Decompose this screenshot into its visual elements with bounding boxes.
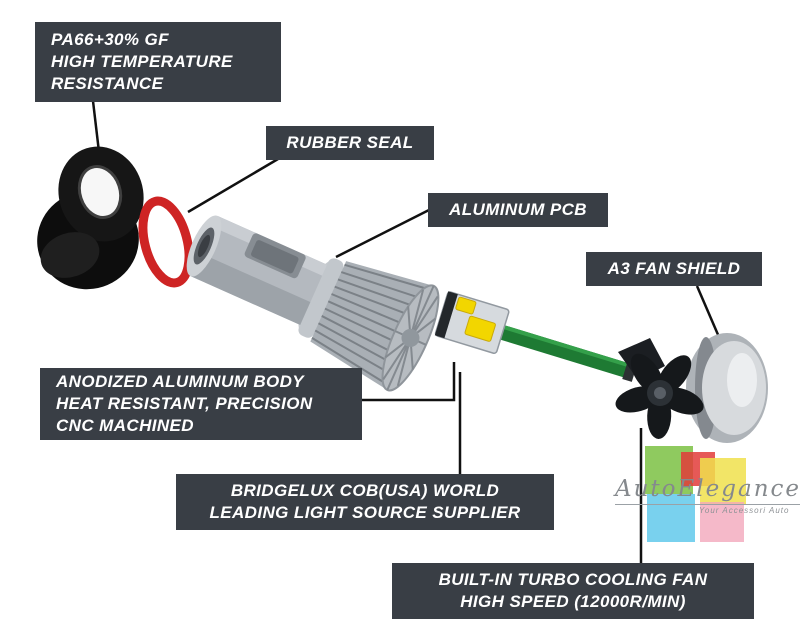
label-line: A3 FAN SHIELD	[607, 259, 741, 278]
label-line: BUILT-IN TURBO COOLING FAN	[438, 570, 708, 589]
aluminum-body-graphic	[186, 215, 440, 392]
watermark-tagline-text: Your Accessori Auto	[699, 506, 790, 515]
label-line: RESISTANCE	[51, 74, 164, 93]
connector-rubber-seal	[187, 157, 279, 214]
connector-aluminum-pcb	[335, 208, 430, 259]
label-line: LEADING LIGHT SOURCE SUPPLIER	[209, 503, 521, 522]
label-line: ALUMINUM PCB	[449, 200, 587, 219]
led-strip-graphic	[434, 291, 638, 382]
label-rubber-seal: RUBBER SEAL	[266, 126, 434, 160]
watermark-pink-square	[700, 502, 744, 542]
label-line: ANODIZED ALUMINUM BODY	[56, 372, 305, 391]
watermark-yellow-square	[700, 458, 746, 504]
label-line: PA66+30% GF	[51, 30, 169, 49]
label-fan-shield: A3 FAN SHIELD	[586, 252, 762, 286]
label-line: HEAT RESISTANT, PRECISION	[56, 394, 313, 413]
fan-shield-graphic	[686, 333, 768, 443]
connector-fan-shield	[695, 285, 724, 345]
pa66-cap-graphic	[37, 146, 144, 290]
label-cooling-fan: BUILT-IN TURBO COOLING FAN HIGH SPEED (1…	[392, 563, 754, 619]
watermark-blue-square	[647, 494, 695, 542]
label-line: RUBBER SEAL	[286, 133, 414, 152]
connector-anodized	[362, 362, 456, 402]
label-line: HIGH TEMPERATURE	[51, 52, 233, 71]
connector-lines	[91, 100, 724, 563]
label-line: BRIDGELUX COB(USA) WORLD	[230, 481, 500, 500]
label-pa66-cap: PA66+30% GF HIGH TEMPERATURE RESISTANCE	[35, 22, 281, 102]
label-aluminum-pcb: ALUMINUM PCB	[428, 193, 608, 227]
label-bridgelux-cob: BRIDGELUX COB(USA) WORLD LEADING LIGHT S…	[176, 474, 554, 530]
label-line: HIGH SPEED (12000R/MIN)	[460, 592, 686, 611]
brand-watermark: AutoElegance Your Accessori Auto	[615, 444, 800, 550]
cooling-fan-graphic	[615, 353, 704, 439]
watermark-brand-text: AutoElegance	[615, 476, 800, 505]
label-line: CNC MACHINED	[56, 416, 194, 435]
label-anodized-body: ANODIZED ALUMINUM BODY HEAT RESISTANT, P…	[40, 368, 362, 440]
connector-pa66	[91, 100, 101, 153]
rubber-seal-graphic	[138, 196, 194, 288]
